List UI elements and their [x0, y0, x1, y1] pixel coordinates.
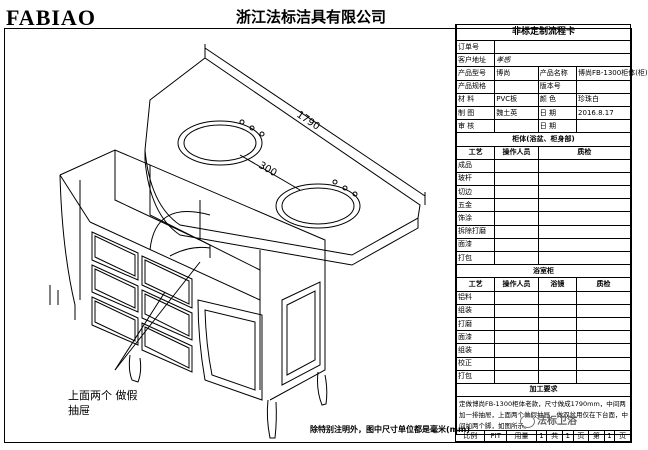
company-name: 浙江法标洁具有限公司 — [236, 8, 387, 26]
cabinet-top-frame — [59, 149, 326, 401]
table-row: 打包 — [455, 250, 632, 266]
order-no-label: 订单号 — [455, 39, 496, 55]
sink-left — [177, 120, 263, 166]
remark-title: 加工要求 — [456, 382, 631, 398]
wechat-icon — [520, 414, 535, 428]
table-row: 面漆 — [455, 330, 631, 345]
customer-value: 孝感 — [494, 53, 631, 68]
card-title: 非标定制流程卡 — [456, 24, 631, 41]
table-row: 成品 — [455, 158, 632, 173]
section-cabinet: 柜体(浴盆、柜身部) — [456, 132, 631, 147]
card-table: 非标定制流程卡 订单号 客户地址孝感 产品型号博尚产品名称博尚FB-1300柜体… — [455, 24, 648, 436]
dimension-overall: 1790 — [294, 109, 321, 132]
table-row: 打包 — [455, 369, 631, 384]
table-row: 面漆 — [455, 237, 632, 253]
cabinet-drawing: 1790 300 — [49, 44, 426, 439]
table-row: 组装 — [455, 343, 631, 358]
customer-label: 客户地址 — [455, 53, 496, 68]
table-row: 五金 — [455, 198, 632, 213]
table-row: 拆除打磨 — [455, 224, 632, 239]
table-row: 组装 — [455, 303, 631, 318]
table-row: 校正 — [455, 356, 631, 371]
logo: FABIAO — [6, 5, 96, 30]
units-note: 除特别注明外，图中尺寸单位都是毫米(mm) — [310, 425, 470, 434]
watermark: 法标卫浴 — [520, 412, 577, 428]
callout-false-drawers: 上面两个 做假抽屉 — [68, 389, 138, 417]
process-card: 非标定制流程卡 订单号 客户地址孝感 产品型号博尚产品名称博尚FB-1300柜体… — [455, 24, 648, 442]
section-bathroom-cabinet: 浴室柜 — [456, 264, 631, 279]
table-row: 打磨 — [455, 316, 631, 332]
sink-right — [275, 183, 361, 229]
cabinet-door — [197, 299, 263, 401]
dimension-spacing: 300 — [257, 160, 279, 179]
table-row: 玻杆 — [455, 171, 632, 187]
table-row: 铝料 — [455, 290, 631, 305]
drawing-sheet — [4, 28, 632, 443]
table-row: 饰涂 — [455, 211, 632, 226]
table-row: 切边 — [455, 185, 632, 200]
